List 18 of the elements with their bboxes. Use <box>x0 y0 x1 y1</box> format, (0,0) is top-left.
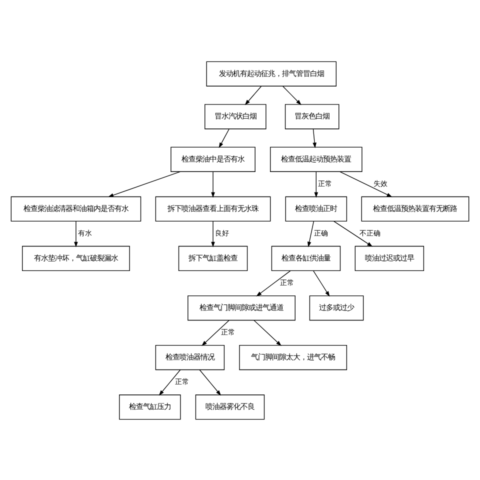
arrow <box>158 369 181 396</box>
arrow <box>307 220 314 247</box>
arrow <box>199 369 222 396</box>
arrow <box>211 220 215 247</box>
arrow <box>254 320 282 346</box>
arrow <box>314 170 318 198</box>
arrow <box>313 270 330 296</box>
arrow <box>244 86 262 105</box>
arrow <box>312 128 316 148</box>
arrow <box>74 220 78 247</box>
arrow <box>256 270 291 296</box>
arrow <box>202 320 230 346</box>
arrow <box>211 170 215 198</box>
arrow <box>108 170 181 196</box>
arrow <box>218 128 230 148</box>
arrow <box>282 86 302 105</box>
arrow <box>333 220 373 246</box>
arrow <box>340 170 392 197</box>
